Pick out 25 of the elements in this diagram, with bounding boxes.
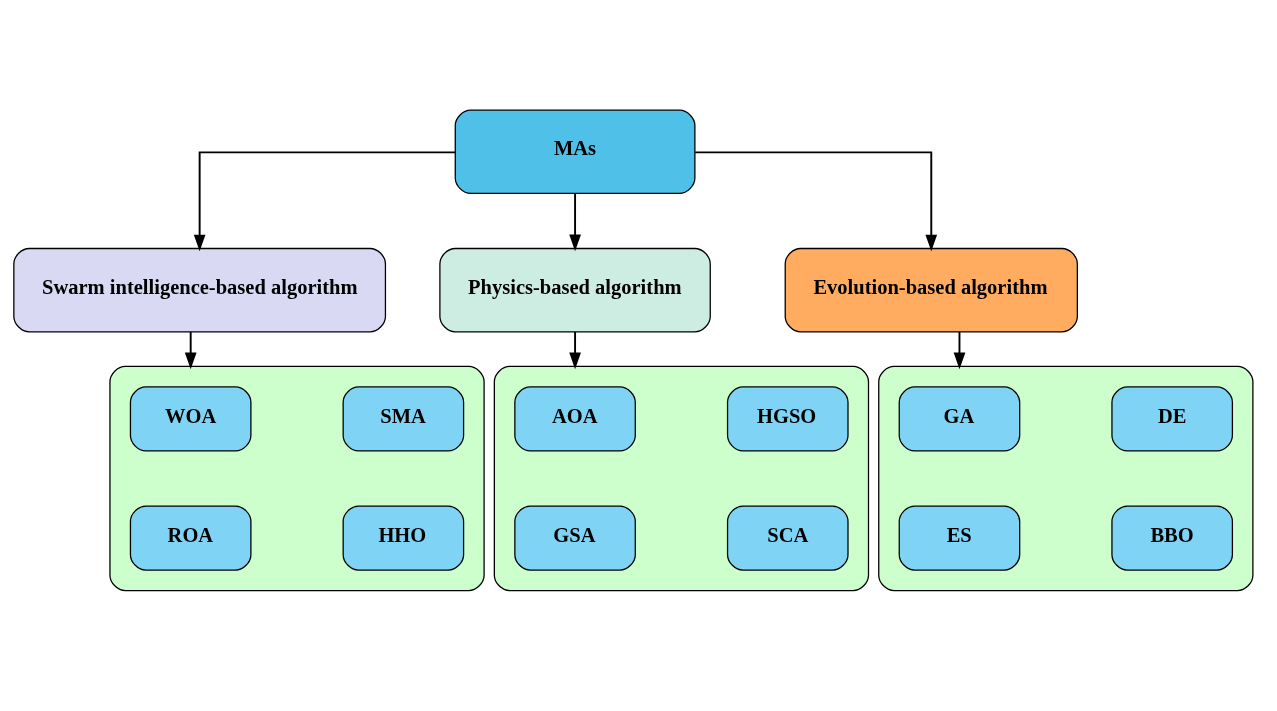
- node-box: ROA: [129, 505, 252, 571]
- node-box: Physics-based algorithm: [439, 247, 711, 333]
- node-box: SMA: [342, 386, 465, 452]
- node-box: AOA: [514, 386, 636, 452]
- arrow: [694, 151, 938, 252]
- node-box: WOA: [129, 386, 252, 452]
- node-box: SCA: [726, 505, 849, 571]
- cluster: [493, 365, 870, 592]
- arrow: [184, 331, 197, 370]
- node-box: GSA: [514, 505, 636, 571]
- cluster: [109, 365, 485, 592]
- node-box: DE: [1111, 386, 1234, 452]
- arrow: [953, 331, 966, 370]
- arrow: [193, 151, 457, 252]
- node-box: GA: [898, 386, 1021, 452]
- node-box: Swarm intelligence-based algorithm: [13, 247, 387, 333]
- node-box: ES: [898, 505, 1021, 571]
- arrow: [569, 331, 581, 370]
- cluster: [878, 365, 1254, 592]
- node-box: MAs: [454, 109, 696, 195]
- arrow: [569, 192, 581, 252]
- node-box: HHO: [342, 505, 465, 571]
- node-box: BBO: [1111, 505, 1234, 571]
- node-box: Evolution-based algorithm: [784, 247, 1078, 333]
- node-box: HGSO: [726, 386, 849, 452]
